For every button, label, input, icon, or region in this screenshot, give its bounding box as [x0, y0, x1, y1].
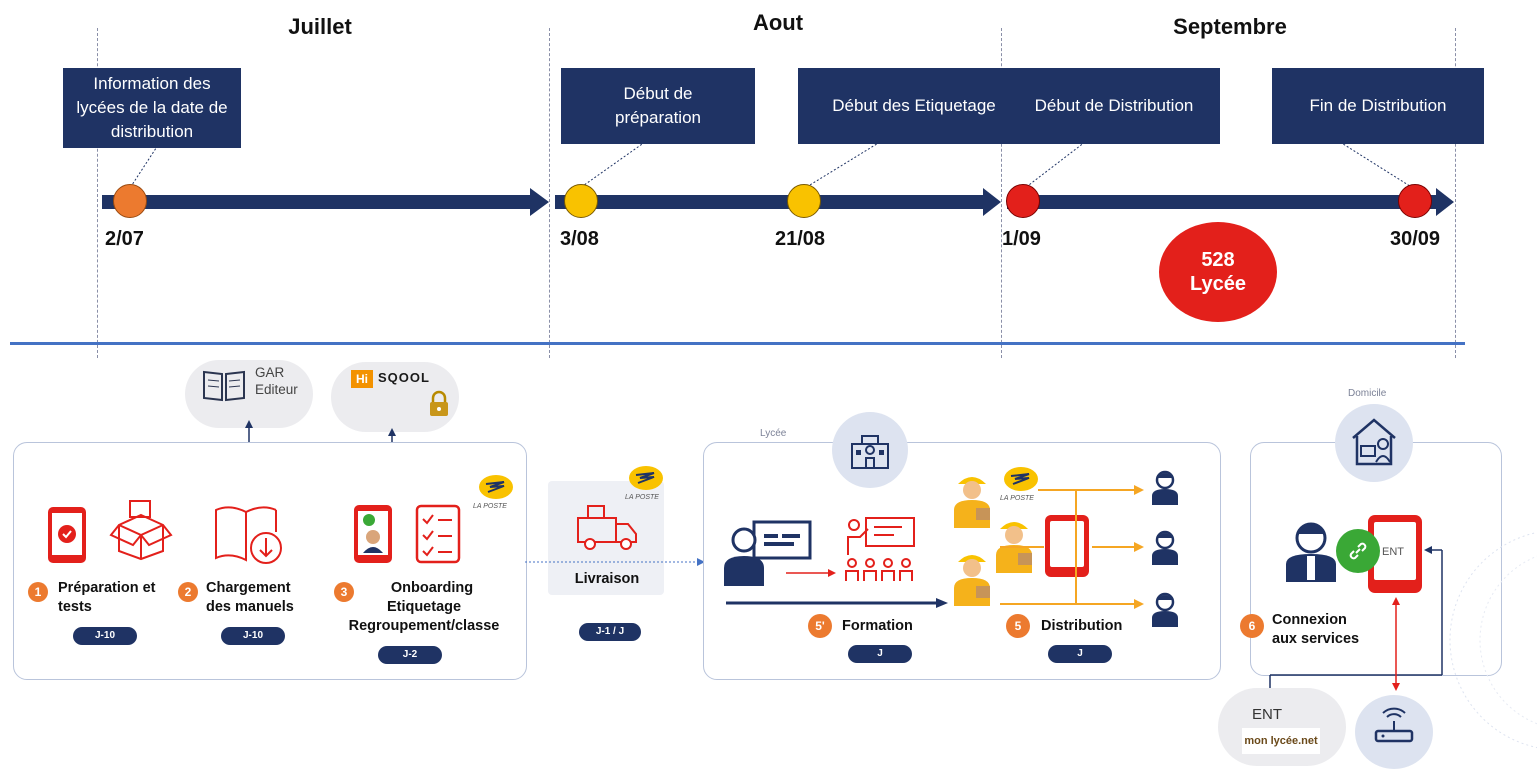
month-septembre: Septembre	[1173, 14, 1287, 39]
month-aout: Aout	[752, 10, 804, 35]
step-1-title: Préparation et tests	[58, 580, 156, 615]
event-connectors	[129, 141, 1414, 189]
step-6-number: 6	[1240, 614, 1264, 638]
box-icon	[109, 500, 173, 561]
step-1-number: 1	[28, 582, 48, 602]
student-icon-2	[1152, 530, 1178, 565]
router-circle	[1355, 695, 1433, 769]
step-5prime-title: Formation	[842, 618, 913, 634]
home-user-icon	[1352, 418, 1396, 466]
link-icon	[1349, 542, 1367, 560]
book-download-icon	[215, 506, 282, 564]
timeline-arrows	[102, 188, 1454, 216]
divider-aout-septembre	[1001, 28, 1002, 358]
router-wifi-icon	[1374, 707, 1414, 743]
event-dot-3-08	[564, 184, 598, 218]
lycee-count-label: Lycée	[1190, 273, 1246, 295]
step-3-badge: J-2	[378, 646, 442, 664]
step-2-title: Chargement des manuels	[206, 580, 294, 615]
tablet-user-icon	[354, 505, 392, 563]
event-dot-30-09	[1398, 184, 1432, 218]
delivery-truck-icon	[577, 505, 637, 550]
step-5prime-badge: J	[848, 645, 912, 663]
step-2-number: 2	[178, 582, 198, 602]
step-3-number: 3	[334, 582, 354, 602]
formation-navy-arrow	[726, 598, 948, 608]
step-6-title: Connexion aux services	[1272, 612, 1360, 647]
book-icon	[203, 370, 245, 402]
livraison-badge: J-1 / J	[579, 623, 641, 641]
laposte-label-3: LA POSTE	[1000, 495, 1034, 502]
livraison-card	[548, 481, 664, 595]
ent-device-label: ENT	[1382, 546, 1404, 558]
gar-editeur-label: GAR Editeur	[255, 365, 298, 397]
checklist-icon	[415, 504, 461, 564]
sqool-cloud: Hi SQOOL	[331, 362, 459, 432]
section-separator	[10, 342, 1465, 345]
user-icon	[1286, 522, 1336, 582]
distribution-arrows	[1000, 485, 1144, 609]
home-icon-circle	[1335, 404, 1413, 482]
event-box-fin-distribution: Fin de Distribution	[1272, 68, 1484, 144]
laposte-logo-icon	[479, 475, 513, 499]
step-5-badge: J	[1048, 645, 1112, 663]
step-5-number: 5	[1006, 614, 1030, 638]
teacher-icon	[724, 520, 812, 586]
gar-cloud: GAR Editeur	[185, 360, 313, 428]
postman-icon-3	[954, 555, 990, 606]
hi-logo: Hi	[351, 370, 373, 388]
ent-cloud-label: ENT	[1252, 706, 1282, 723]
lycee-count-circle: 528 Lycée	[1159, 222, 1277, 322]
lycee-count-number: 528	[1201, 249, 1235, 271]
laposte-label-2: LA POSTE	[625, 494, 659, 501]
class-presentation-icon	[845, 517, 915, 581]
step-5prime-number: 5'	[808, 614, 832, 638]
arrow-septembre	[1007, 188, 1454, 216]
decorative-circle-lines	[1449, 531, 1537, 749]
domicile-label: Domicile	[1348, 388, 1387, 399]
date-30-09: 30/09	[1390, 228, 1441, 250]
step-1-badge: J-10	[73, 627, 137, 645]
step-3-title: Onboarding Etiquetage Regroupement/class…	[348, 580, 500, 634]
divider-end	[1455, 28, 1456, 358]
sqool-logo: SQOOL	[378, 370, 430, 385]
laposte-logo-icon-2	[629, 466, 663, 490]
event-box-debut-preparation: Début de préparation	[561, 68, 755, 144]
date-1-09: 1/09	[1002, 228, 1041, 250]
month-juillet: Juillet	[288, 14, 352, 39]
arrow-juillet	[102, 188, 549, 216]
student-icon-1	[1152, 470, 1178, 505]
lock-icon	[430, 390, 448, 416]
school-building-icon	[851, 435, 889, 469]
divider-juillet-aout	[549, 28, 550, 358]
postman-icon-2	[996, 522, 1032, 573]
ent-cloud: ENT mon lycée.net	[1218, 688, 1346, 766]
divider-start	[97, 28, 98, 358]
date-21-08: 21/08	[775, 228, 826, 250]
link-circle	[1336, 529, 1380, 573]
tablet-check-icon	[48, 507, 86, 563]
date-3-08: 3/08	[560, 228, 599, 250]
event-dot-21-08	[787, 184, 821, 218]
school-icon-circle	[832, 412, 908, 488]
livraison-title: Livraison	[574, 571, 640, 587]
event-box-information: Information des lycées de la date de dis…	[63, 68, 241, 148]
event-box-debut-etiquetage: Début des Etiquetage	[798, 68, 1030, 144]
event-box-debut-distribution: Début de Distribution	[1008, 68, 1220, 144]
postman-icon-1	[954, 477, 990, 528]
student-icon-3	[1152, 592, 1178, 627]
step-5-title: Distribution	[1041, 618, 1123, 634]
step-2-badge: J-10	[221, 627, 285, 645]
arrow-aout	[555, 188, 1001, 216]
formation-red-arrow	[786, 569, 836, 577]
lycee-label: Lycée	[760, 428, 787, 439]
event-dot-2-07	[113, 184, 147, 218]
livraison-arrow	[525, 558, 705, 566]
ent-tablet-icon	[1368, 515, 1422, 593]
event-dot-1-09	[1006, 184, 1040, 218]
monlycee-logo: mon lycée.net	[1242, 728, 1320, 754]
laposte-label-1: LA POSTE	[473, 503, 507, 510]
date-2-07: 2/07	[105, 228, 144, 250]
laposte-logo-icon-3	[1004, 467, 1038, 491]
